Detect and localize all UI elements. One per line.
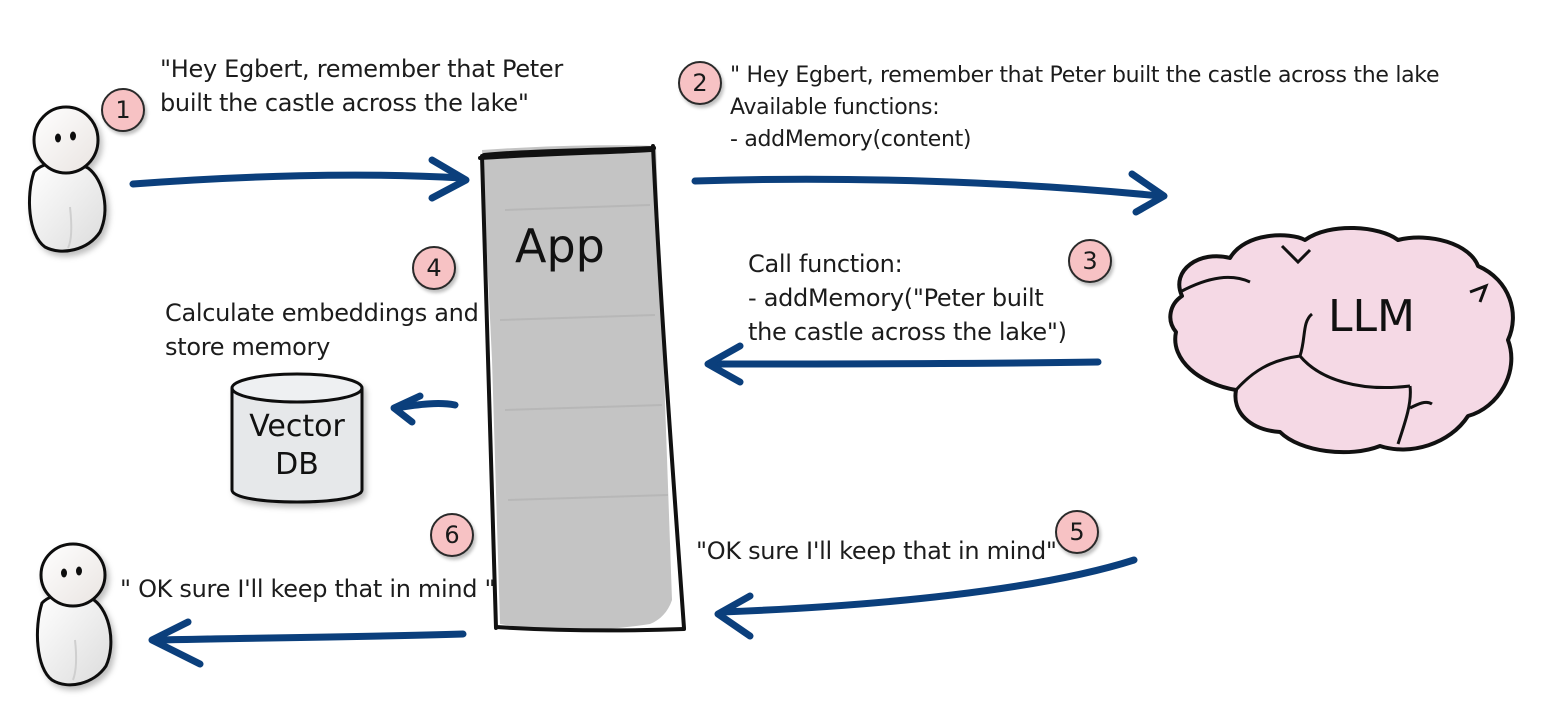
arrow-llm-response-to-app-head (714, 592, 754, 640)
step-2-text: " Hey Egbert, remember that Peter built … (730, 63, 1440, 152)
arrows (129, 156, 1168, 668)
vector-db-label-line2: DB (275, 447, 319, 482)
arrow-app-to-llm (691, 175, 1164, 200)
user-top-icon (28, 105, 107, 253)
arrow-llm-response-to-app (718, 556, 1138, 616)
step-1-text: "Hey Egbert, remember that Peter built t… (160, 55, 563, 117)
vector-db-label-line1: Vector (249, 409, 345, 444)
arrow-llm-to-app-head (704, 342, 744, 386)
arrow-user-to-app (129, 171, 466, 188)
arrow-app-to-user-head (148, 618, 204, 668)
arrow-user-to-app-head (428, 156, 470, 202)
step-1-badge: 1 (101, 88, 145, 132)
step-2-badge: 2 (678, 61, 722, 105)
vector-db-icon (230, 372, 364, 504)
app-box (478, 144, 686, 633)
arrow-llm-to-app (708, 358, 1102, 368)
app-label: App (515, 219, 605, 273)
arrow-app-to-user (154, 630, 467, 644)
step-4-text: Calculate embeddings and store memory (165, 299, 479, 361)
step-3-badge: 3 (1068, 239, 1112, 283)
arrow-app-to-llm-head (1128, 170, 1168, 216)
step-6-badge: 6 (430, 513, 474, 557)
arrow-app-to-db-head (390, 392, 424, 426)
step-3-text: Call function: - addMemory("Peter built … (748, 250, 1067, 346)
llm-label: LLM (1328, 291, 1415, 342)
step-5-badge: 5 (1055, 510, 1099, 554)
user-bottom-icon (35, 542, 113, 687)
llm-brain-icon (1168, 225, 1515, 455)
step-4-badge: 4 (412, 246, 456, 290)
step-6-text: " OK sure I'll keep that in mind " (120, 575, 496, 603)
step-5-text: "OK sure I'll keep that in mind" (696, 537, 1057, 565)
vector-db-label: Vector DB (248, 408, 346, 484)
